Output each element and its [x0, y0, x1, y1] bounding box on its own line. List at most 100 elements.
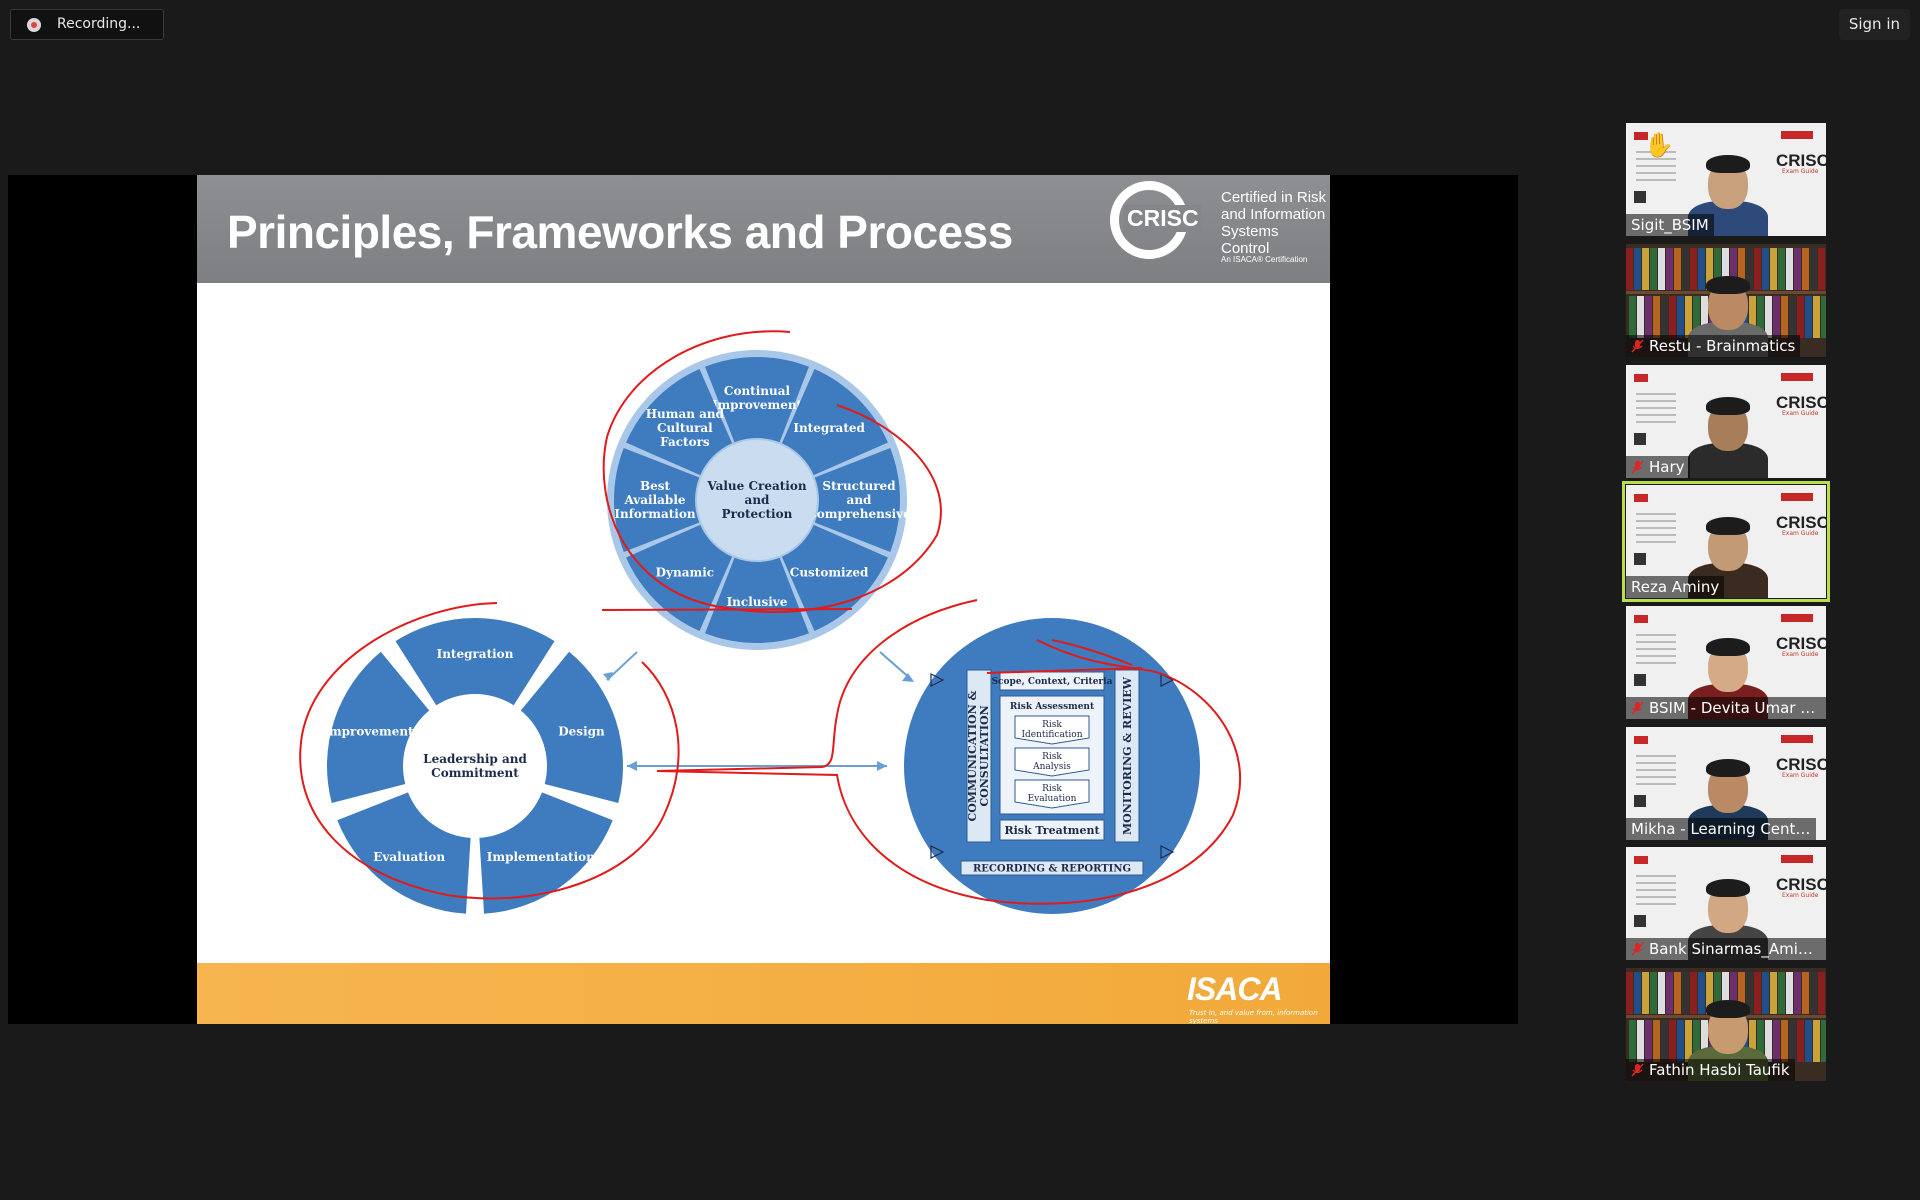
monitoring-label: MONITORING & REVIEW: [1121, 676, 1134, 835]
communication-label: COMMUNICATION &CONSULTATION: [966, 690, 991, 821]
principle-segment: [705, 557, 809, 643]
bookshelf-book: [1637, 1020, 1644, 1062]
brand-mark-icon: [1781, 735, 1813, 743]
risk-step-box: [1014, 779, 1090, 809]
participant-name: Hary: [1649, 458, 1685, 476]
participant-name: Fathin Hasbi Taufik: [1649, 1061, 1790, 1079]
recording-label: RECORDING & REPORTING: [973, 864, 1131, 875]
crisc-background-subtitle: Exam Guide: [1782, 651, 1819, 658]
brand-mark-icon: [1781, 493, 1813, 501]
participant-tile[interactable]: CRISC Exam Guide Reza Aminy: [1622, 481, 1830, 602]
principle-label-line: Cultural: [657, 421, 713, 435]
participant-hair: [1706, 638, 1750, 656]
participant-tile[interactable]: CRISC Exam Guide Hary: [1626, 365, 1826, 478]
recording-label-line: RECORDING & REPORTING: [973, 864, 1131, 875]
principle-label-line: Human and: [646, 407, 725, 421]
participant-tile[interactable]: CRISC Exam Guide Bank Sinarmas_Amigia...: [1626, 847, 1826, 960]
bookshelf-book: [1722, 248, 1729, 290]
principle-segment: [705, 357, 809, 443]
background-text-lines: [1636, 634, 1676, 664]
participant-tile[interactable]: CRISC Exam Guide ✋Sigit_BSIM: [1626, 123, 1826, 236]
principle-label-line: Comprehensive: [807, 507, 911, 521]
bookshelf-book: [1757, 1020, 1764, 1062]
framework-label-line: Implementation: [487, 850, 595, 864]
bookshelf-book: [1626, 972, 1633, 1014]
participant-name-bar: Restu - Brainmatics: [1626, 335, 1801, 357]
bookshelf-book: [1794, 248, 1801, 290]
framework-label-line: Integration: [437, 647, 514, 661]
recording-label: Recording...: [57, 16, 141, 32]
meeting-topbar: Recording... Sign in: [0, 0, 1920, 50]
annotation-circle-process: [656, 599, 1242, 905]
bookshelf-book: [1762, 972, 1769, 1014]
bookshelf-book: [1634, 248, 1641, 290]
principle-label: Dynamic: [656, 565, 714, 579]
brand-mark-icon: [1634, 132, 1648, 140]
participant-tile[interactable]: CRISC Exam Guide BSIM - Devita Umar 02..…: [1626, 606, 1826, 719]
recording-indicator[interactable]: Recording...: [10, 9, 164, 40]
principle-label: Inclusive: [727, 595, 788, 609]
shared-screen: Principles, Frameworks and Process CRISC…: [8, 175, 1518, 1024]
mic-muted-icon: [1631, 942, 1644, 956]
participant-name-bar: BSIM - Devita Umar 02...: [1626, 697, 1826, 719]
bookshelf-book: [1789, 296, 1796, 338]
principle-label-line: Customized: [790, 565, 869, 579]
principles-center: [697, 440, 817, 560]
risk-step-label-line: Risk: [1042, 752, 1062, 762]
bookshelf-book: [1802, 248, 1809, 290]
bookshelf-book: [1706, 248, 1713, 290]
framework-label-line: Improvement: [323, 725, 414, 739]
principle-label-line: Dynamic: [656, 565, 714, 579]
crisc-background-subtitle: Exam Guide: [1782, 410, 1819, 417]
brand-mark-icon: [1634, 374, 1648, 382]
bookshelf-book: [1677, 1020, 1684, 1062]
sign-in-button[interactable]: Sign in: [1838, 9, 1910, 40]
risk-treatment-box: [999, 819, 1105, 841]
participant-tile[interactable]: CRISC Exam Guide Mikha - Learning Center…: [1626, 727, 1826, 840]
principle-segment: [814, 448, 901, 552]
participant-name: Reza Aminy: [1631, 578, 1720, 596]
background-text-lines: [1636, 513, 1676, 543]
crisc-background-logo: CRISC: [1776, 755, 1826, 774]
framework-label: Evaluation: [373, 850, 445, 864]
crisc-background-logo: CRISC: [1776, 513, 1826, 532]
risk-assessment-label: Risk Assessment: [1010, 702, 1095, 712]
bookshelf-book: [1698, 248, 1705, 290]
brand-mark-icon: [1634, 736, 1648, 744]
bookshelf-book: [1685, 1020, 1692, 1062]
principle-label-line: and: [847, 493, 873, 507]
bookshelf-book: [1698, 972, 1705, 1014]
bookshelf-book: [1757, 296, 1764, 338]
bookshelf-book: [1821, 296, 1826, 338]
principle-label-line: Best: [640, 479, 671, 493]
risk-treatment-label: Risk Treatment: [1004, 824, 1100, 837]
bookshelf-book: [1701, 296, 1708, 338]
participant-tile[interactable]: Fathin Hasbi Taufik: [1626, 968, 1826, 1081]
bookshelf-book: [1682, 972, 1689, 1014]
bookshelf-book: [1690, 248, 1697, 290]
bookshelf-book: [1661, 1020, 1668, 1062]
risk-step-label-line: Risk: [1042, 720, 1062, 730]
qr-code-icon: [1634, 915, 1646, 927]
isaca-logo: ISACA: [1187, 971, 1283, 1007]
scope-box: [999, 671, 1105, 691]
annotation-line: [1051, 639, 1133, 666]
bookshelf-book: [1805, 1020, 1812, 1062]
background-text-lines: [1636, 393, 1676, 423]
participant-tile[interactable]: Restu - Brainmatics: [1626, 244, 1826, 357]
bookshelf-book: [1634, 972, 1641, 1014]
bookshelf-book: [1797, 296, 1804, 338]
scope-label-line: Scope, Context, Criteria: [992, 677, 1113, 687]
monitoring-bar: [1114, 669, 1140, 843]
participant-name-bar: Hary: [1626, 456, 1690, 478]
bookshelf-book: [1653, 296, 1660, 338]
bookshelf-book: [1754, 972, 1761, 1014]
slide-title: Principles, Frameworks and Process: [227, 206, 1013, 258]
principle-label-line: Continual: [724, 384, 791, 398]
framework-center-label-line: Leadership and: [423, 752, 527, 766]
qr-code-icon: [1634, 795, 1646, 807]
framework-segment: [395, 618, 555, 706]
